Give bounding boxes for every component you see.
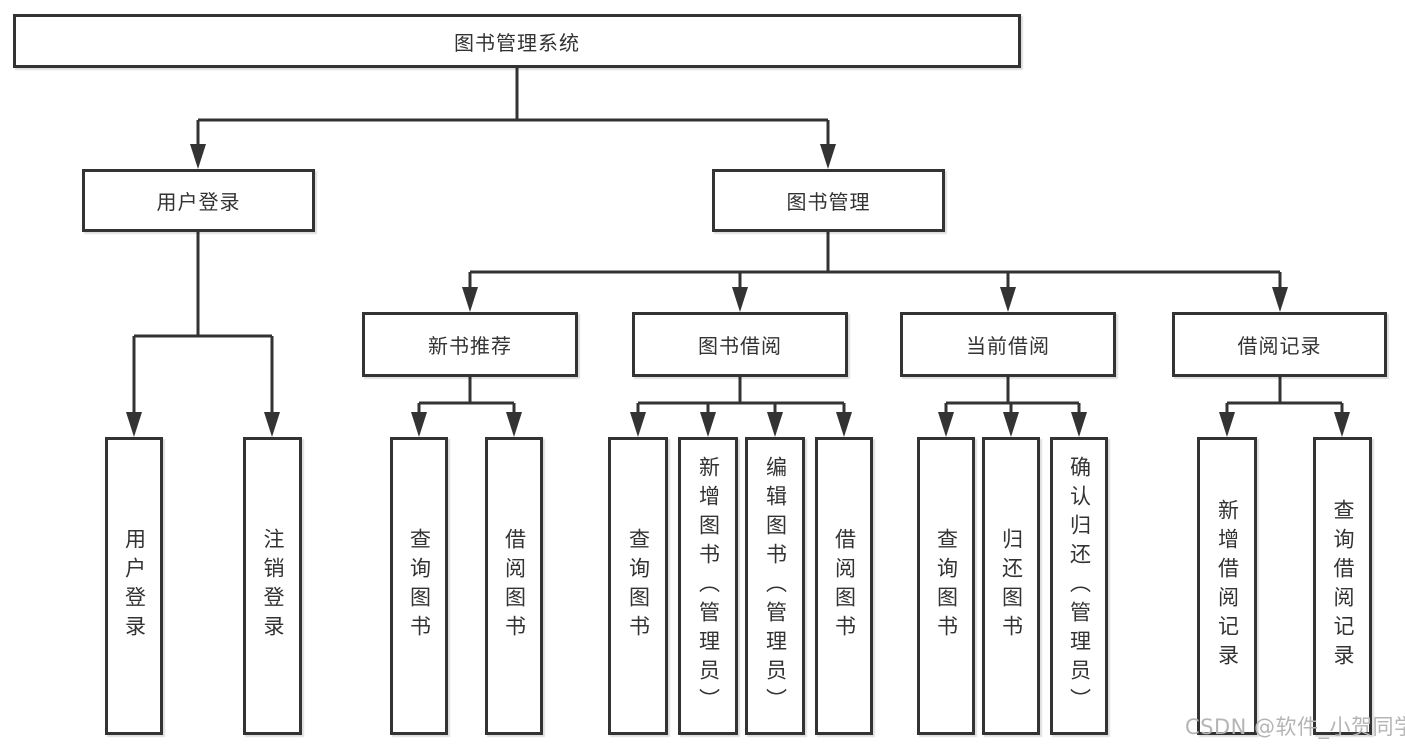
edge-book-mgmt-to-level3 xyxy=(462,232,1288,312)
leaf-user-login-label: 用户登录 xyxy=(122,528,147,644)
edge-root-to-level2 xyxy=(190,68,836,169)
node-book-borrow: 图书借阅 xyxy=(632,312,848,377)
leaf-nbr-query-book: 查询图书 xyxy=(390,437,448,735)
leaf-br-add-record: 新增借阅记录 xyxy=(1197,437,1257,735)
edge-book-borrow-to-leaves xyxy=(630,377,852,437)
leaf-user-login: 用户登录 xyxy=(105,437,163,735)
leaf-cb-query-book-label: 查询图书 xyxy=(934,528,959,644)
leaf-br-query-record: 查询借阅记录 xyxy=(1313,437,1372,735)
leaf-cb-query-book: 查询图书 xyxy=(917,437,975,735)
leaf-br-add-record-label: 新增借阅记录 xyxy=(1215,499,1240,673)
leaf-bb-query-book: 查询图书 xyxy=(608,437,668,735)
node-new-book-rec: 新书推荐 xyxy=(362,312,578,377)
watermark: CSDN @软件_小贺同学 xyxy=(1185,715,1405,739)
leaf-cb-confirm-return-label: 确认归还（管理员） xyxy=(1067,455,1092,717)
leaf-logout: 注销登录 xyxy=(243,437,302,735)
leaf-nbr-borrow-book: 借阅图书 xyxy=(485,437,543,735)
leaf-nbr-query-book-label: 查询图书 xyxy=(407,528,432,644)
edge-current-borrow-to-leaves xyxy=(938,377,1087,437)
edge-user-login-to-leaves xyxy=(126,232,280,437)
node-book-mgmt: 图书管理 xyxy=(712,169,945,232)
leaf-bb-add-book-label: 新增图书（管理员） xyxy=(696,455,721,717)
node-current-borrow: 当前借阅 xyxy=(900,312,1116,377)
leaf-logout-label: 注销登录 xyxy=(261,528,285,644)
edge-borrow-records-to-leaves xyxy=(1219,377,1350,437)
node-user-login: 用户登录 xyxy=(82,169,315,232)
node-borrow-records: 借阅记录 xyxy=(1172,312,1387,377)
leaf-cb-confirm-return: 确认归还（管理员） xyxy=(1050,437,1108,735)
leaf-br-query-record-label: 查询借阅记录 xyxy=(1331,499,1355,673)
leaf-bb-add-book: 新增图书（管理员） xyxy=(678,437,738,735)
leaf-bb-edit-book: 编辑图书（管理员） xyxy=(745,437,805,735)
leaf-bb-edit-book-label: 编辑图书（管理员） xyxy=(763,455,788,717)
leaf-bb-query-book-label: 查询图书 xyxy=(626,528,651,644)
node-root: 图书管理系统 xyxy=(13,14,1021,68)
leaf-cb-return-book-label: 归还图书 xyxy=(999,528,1024,644)
leaf-bb-borrow-book: 借阅图书 xyxy=(815,437,873,735)
leaf-bb-borrow-book-label: 借阅图书 xyxy=(832,528,857,644)
leaf-nbr-borrow-book-label: 借阅图书 xyxy=(502,528,527,644)
edge-new-book-rec-to-leaves xyxy=(411,377,522,437)
leaf-cb-return-book: 归还图书 xyxy=(982,437,1040,735)
